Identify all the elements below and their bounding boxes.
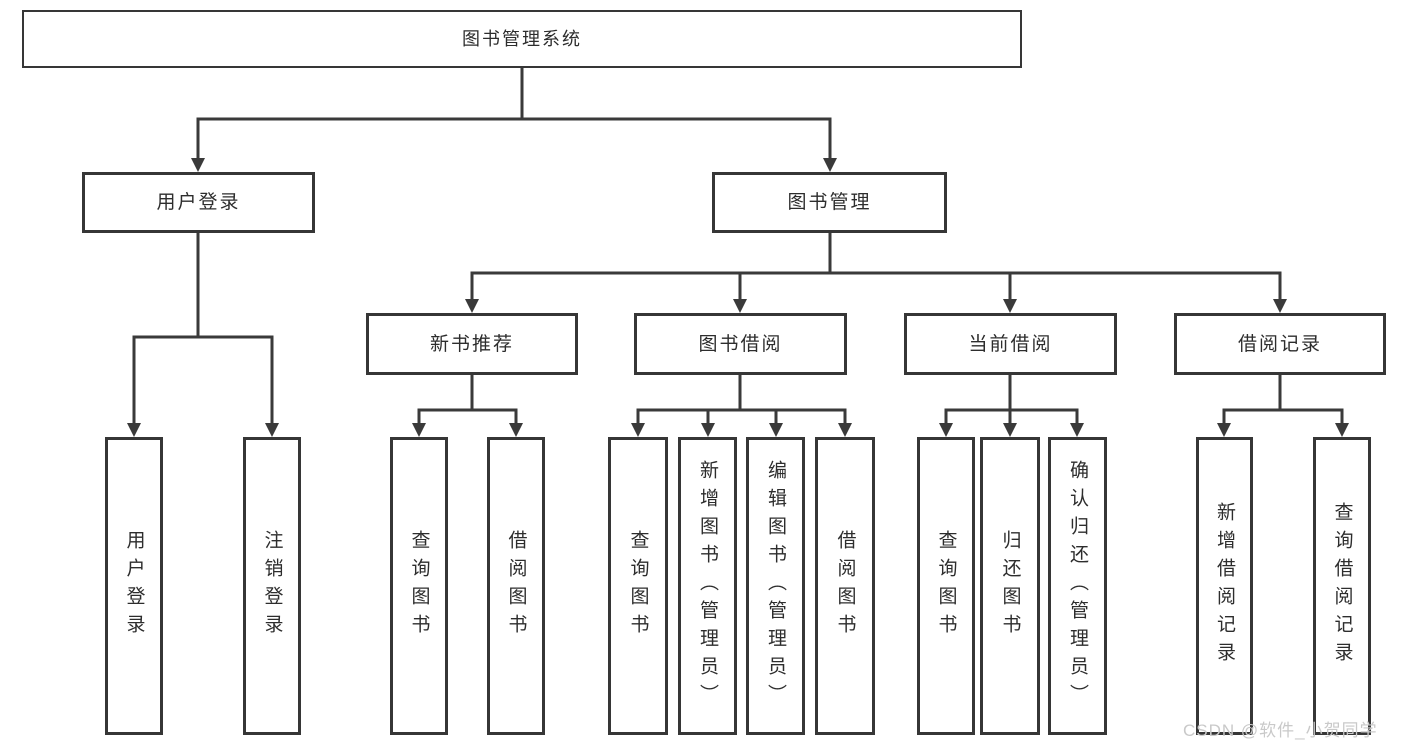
leaf-query-borrow-record: 查询借阅记录: [1313, 437, 1371, 735]
leaf-user-login: 用户登录: [105, 437, 163, 735]
node-user-login: 用户登录: [82, 172, 315, 233]
node-borrow-records: 借阅记录: [1174, 313, 1386, 375]
node-current-borrow: 当前借阅: [904, 313, 1117, 375]
leaf-logout: 注销登录: [243, 437, 301, 735]
leaf-return-book: 归还图书: [980, 437, 1040, 735]
connector-borrow-records-children: [1222, 373, 1344, 425]
leaf-borrow-books-1: 借阅图书: [487, 437, 545, 735]
connector-user-login-children: [132, 231, 274, 425]
leaf-confirm-return-admin: 确认归还（管理员）: [1048, 437, 1107, 735]
node-book-borrow: 图书借阅: [634, 313, 847, 375]
leaf-add-borrow-record: 新增借阅记录: [1196, 437, 1253, 735]
leaf-query-books-2: 查询图书: [608, 437, 668, 735]
leaf-edit-book-admin: 编辑图书（管理员）: [746, 437, 805, 735]
connector-root-to-level2: [196, 66, 832, 160]
connector-new-book-children: [417, 373, 518, 425]
connector-current-borrow-children: [944, 373, 1079, 425]
leaf-borrow-books-2: 借阅图书: [815, 437, 875, 735]
connector-book-management-children: [470, 231, 1282, 301]
leaf-add-book-admin: 新增图书（管理员）: [678, 437, 737, 735]
node-new-book-recommend: 新书推荐: [366, 313, 578, 375]
watermark: CSDN @软件_小贺同学: [1183, 721, 1378, 740]
node-root: 图书管理系统: [22, 10, 1022, 68]
node-book-management: 图书管理: [712, 172, 947, 233]
leaf-query-books-1: 查询图书: [390, 437, 448, 735]
arrowheads: [127, 158, 1349, 437]
leaf-query-books-3: 查询图书: [917, 437, 975, 735]
connector-book-borrow-children: [636, 373, 847, 425]
